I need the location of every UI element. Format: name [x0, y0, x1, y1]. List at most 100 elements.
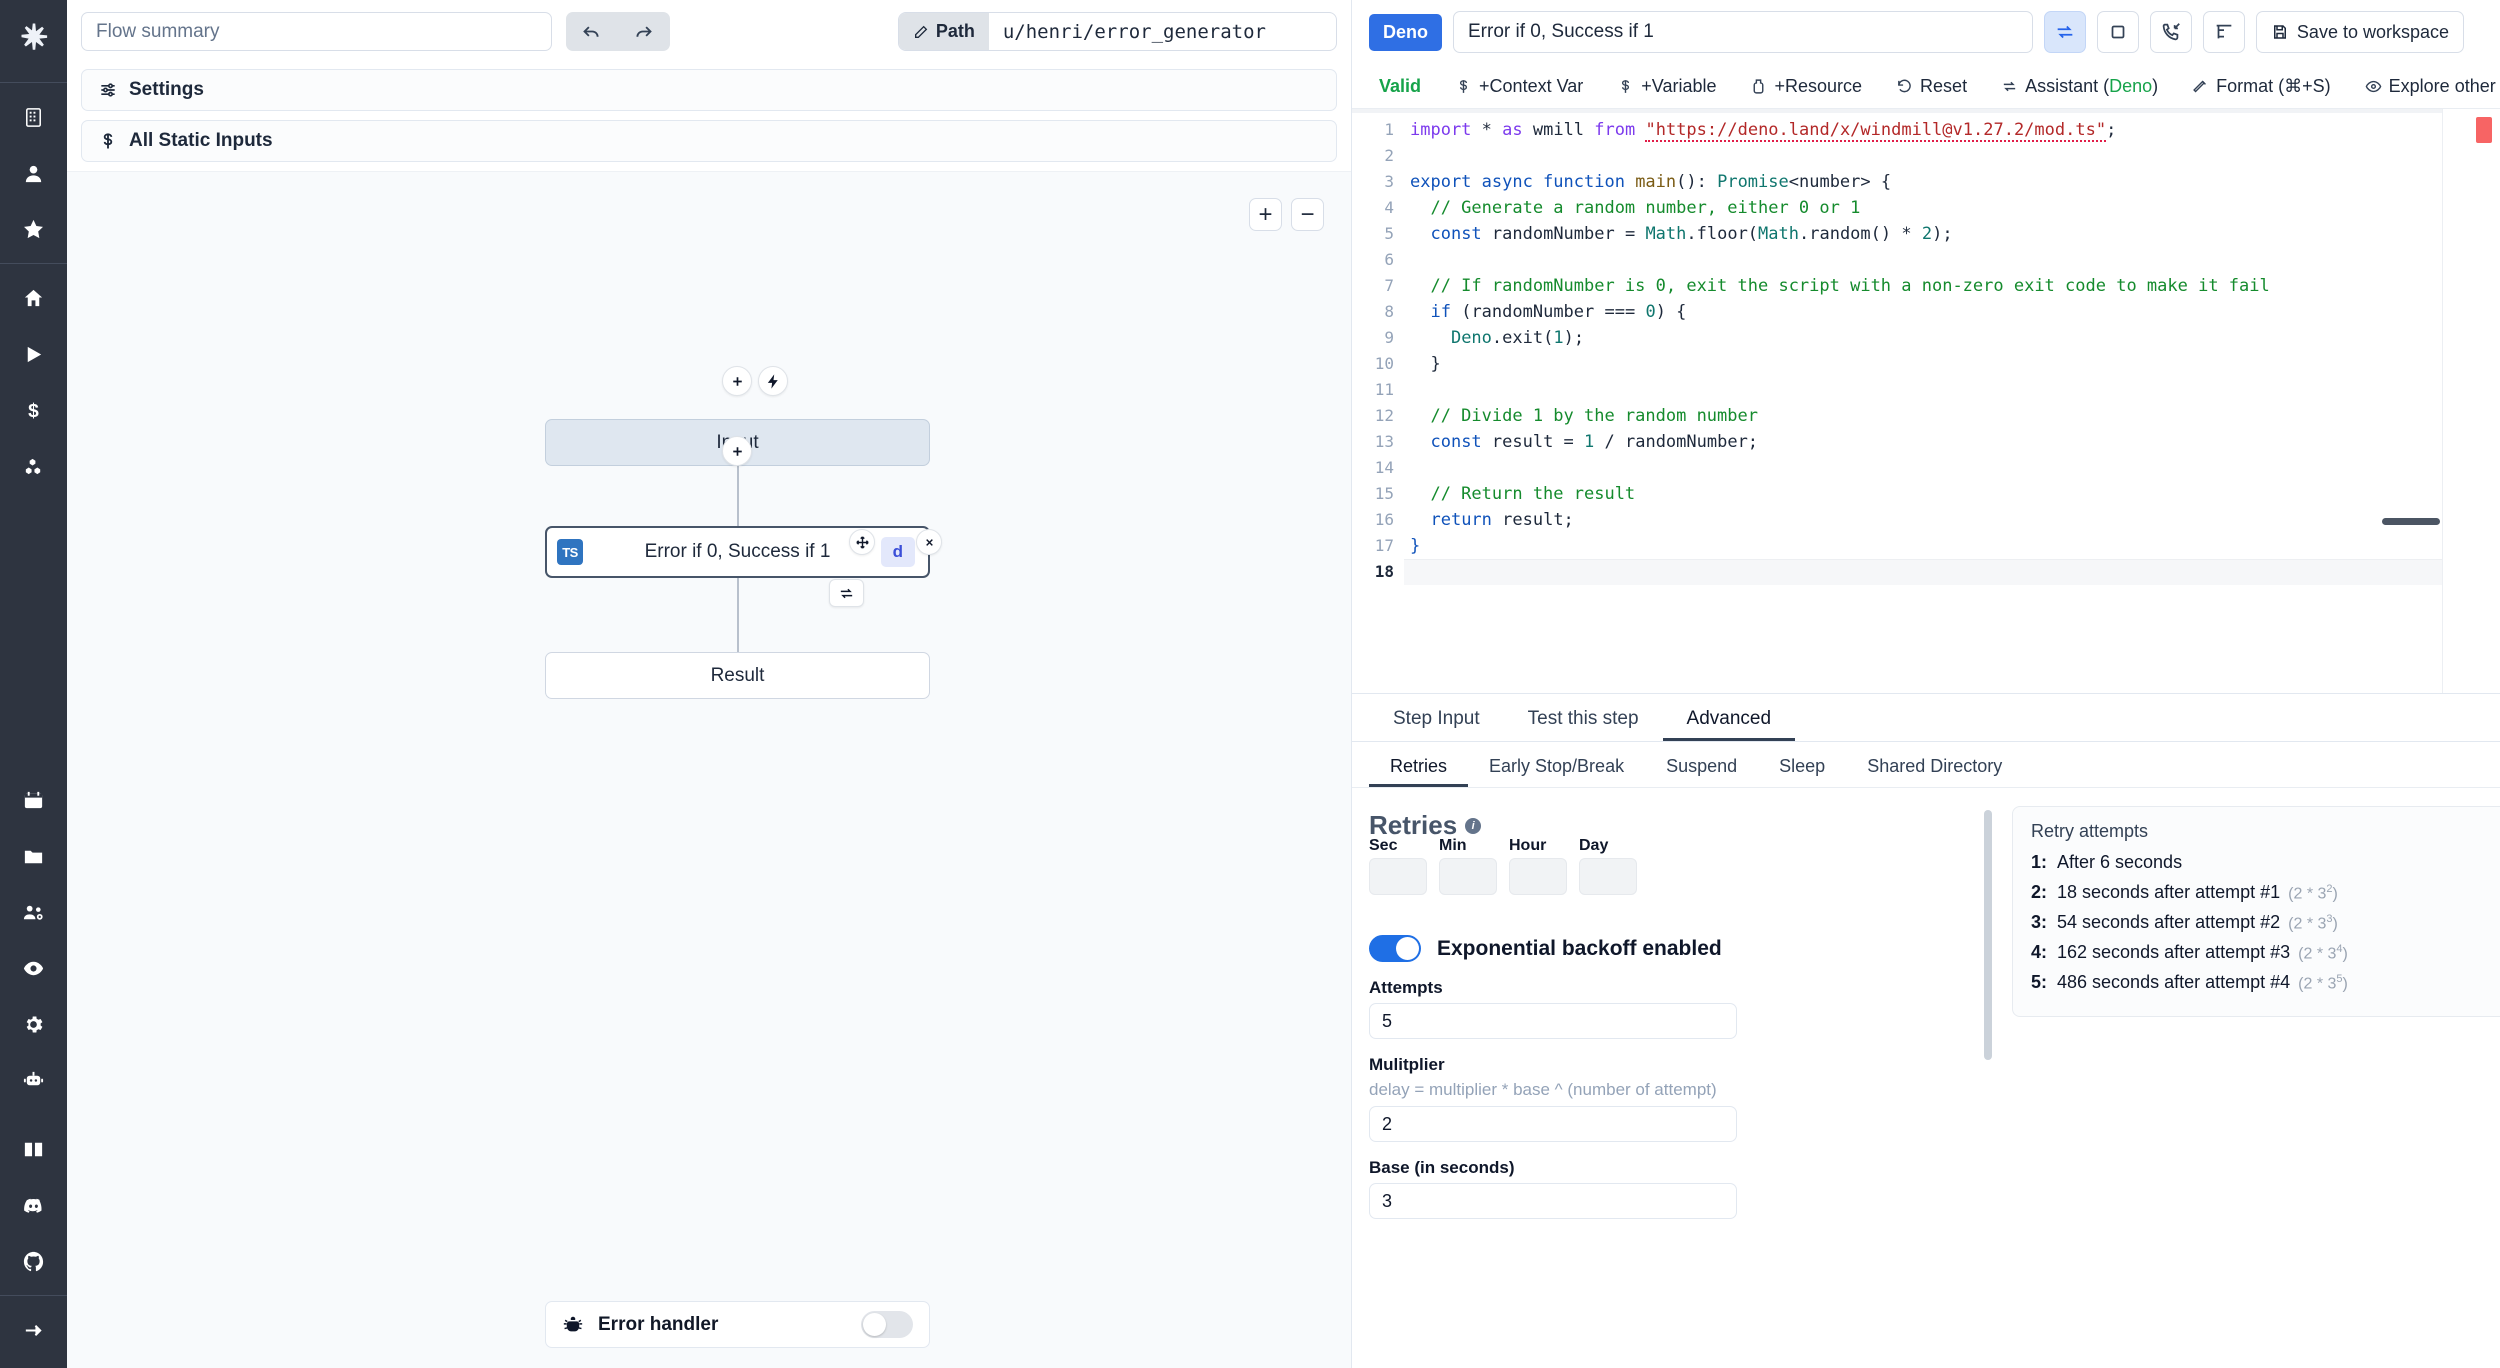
subtab-shared-directory[interactable]: Shared Directory [1867, 756, 2003, 776]
info-icon[interactable]: i [1465, 817, 1482, 834]
flow-node-result[interactable]: Result [545, 652, 930, 699]
step-summary-input[interactable] [1453, 11, 2033, 53]
retry-delay-input[interactable] [1509, 858, 1567, 895]
github-icon[interactable] [8, 1237, 60, 1285]
discord-icon[interactable] [8, 1181, 60, 1229]
retry-attempt-index: 1: [2031, 852, 2048, 872]
add-trigger-button[interactable] [758, 366, 788, 396]
code-line[interactable]: return result; [1404, 507, 2442, 533]
code-token: .random() [1799, 224, 1902, 244]
docs-icon[interactable] [8, 1125, 60, 1173]
folders-icon[interactable] [8, 832, 60, 880]
retry-attempt-index: 4: [2031, 942, 2048, 962]
code-line[interactable] [1404, 559, 2442, 585]
code-line[interactable]: // Divide 1 by the random number [1404, 403, 2442, 429]
code-line[interactable]: } [1404, 351, 2442, 377]
zoom-in-button[interactable]: + [1249, 198, 1282, 231]
code-line[interactable]: // Generate a random number, either 0 or… [1404, 195, 2442, 221]
save-to-workspace-button[interactable]: Save to workspace [2255, 11, 2464, 53]
code-line[interactable]: export async function main(): Promise<nu… [1404, 169, 2442, 195]
add-resource-button[interactable]: +Resource [1733, 64, 1879, 108]
reset-button[interactable]: Reset [1879, 64, 1984, 108]
code-line[interactable] [1404, 377, 2442, 403]
code-line[interactable] [1404, 455, 2442, 481]
redo-icon[interactable] [618, 12, 670, 51]
code-line[interactable]: const randomNumber = Math.floor(Math.ran… [1404, 221, 2442, 247]
star-icon[interactable] [8, 205, 60, 253]
all-static-inputs-panel-header[interactable]: All Static Inputs [81, 120, 1337, 162]
settings-icon[interactable] [8, 1000, 60, 1048]
remove-step-button[interactable] [916, 529, 942, 555]
code-line[interactable]: // If randomNumber is 0, exit the script… [1404, 273, 2442, 299]
add-step-below-button[interactable] [722, 436, 752, 466]
retries-panel-scrollbar[interactable] [1984, 810, 1992, 1060]
subtab-early-stop-break[interactable]: Early Stop/Break [1489, 756, 1625, 776]
error-handler-toggle[interactable] [861, 1311, 913, 1338]
code-horizontal-scrollbar[interactable] [2382, 518, 2440, 525]
exponential-backoff-toggle[interactable] [1369, 935, 1421, 962]
tab-step-input[interactable]: Step Input [1393, 708, 1480, 729]
code-line[interactable]: Deno.exit(1); [1404, 325, 2442, 351]
subtab-retries[interactable]: Retries [1369, 745, 1469, 787]
code-line[interactable]: // Return the result [1404, 481, 2442, 507]
code-token [1625, 172, 1635, 192]
add-variable-button[interactable]: +Variable [1600, 64, 1733, 108]
code-line[interactable]: const result = 1 / randomNumber; [1404, 429, 2442, 455]
tab-test-this-step[interactable]: Test this step [1527, 708, 1639, 729]
code-line[interactable] [1404, 143, 2442, 169]
add-step-above-button[interactable] [722, 366, 752, 396]
retry-delay-input[interactable] [1439, 858, 1497, 895]
code-minimap[interactable] [2442, 109, 2500, 693]
error-handler-bar[interactable]: Error handler [545, 1301, 930, 1348]
path-label-chip[interactable]: Path [898, 13, 989, 50]
retries-toggle-button[interactable] [2043, 11, 2086, 53]
path-value[interactable]: u/henri/error_generator [1002, 20, 1266, 43]
tab-advanced[interactable]: Advanced [1662, 697, 1796, 741]
explore-other-scripts-button[interactable]: Explore other s [2348, 64, 2500, 108]
code-line[interactable]: if (randomNumber === 0) { [1404, 299, 2442, 325]
path-field[interactable]: Path u/henri/error_generator [897, 12, 1337, 51]
subtab-sleep[interactable]: Sleep [1779, 756, 1826, 776]
windmill-logo-icon[interactable] [8, 10, 60, 62]
stop-button[interactable] [2096, 11, 2139, 53]
retry-delay-input[interactable] [1369, 858, 1427, 895]
code-line[interactable]: import * as wmill from "https://deno.lan… [1404, 117, 2442, 143]
code-line[interactable]: } [1404, 533, 2442, 559]
variables-icon[interactable]: $ [8, 386, 60, 434]
subtab-suspend[interactable]: Suspend [1666, 756, 1738, 776]
format-button[interactable]: Format (⌘+S) [2175, 64, 2348, 108]
move-step-handle[interactable] [849, 529, 875, 555]
attempts-input[interactable] [1369, 1003, 1737, 1039]
resources-icon[interactable] [8, 442, 60, 490]
suspend-button[interactable] [2149, 11, 2192, 53]
settings-panel-header[interactable]: Settings [81, 69, 1337, 111]
workers-icon[interactable] [8, 1056, 60, 1104]
code-line[interactable] [1404, 247, 2442, 273]
expand-sidebar-icon[interactable] [8, 1306, 60, 1354]
code-content[interactable]: import * as wmill from "https://deno.lan… [1404, 109, 2442, 693]
assistant-button[interactable]: Assistant (Deno) [1984, 64, 2175, 108]
home-icon[interactable] [8, 274, 60, 322]
groups-icon[interactable] [8, 888, 60, 936]
step-retry-indicator[interactable] [829, 579, 864, 607]
undo-icon[interactable] [566, 12, 618, 51]
zoom-out-button[interactable]: − [1291, 198, 1324, 231]
code-token [1410, 302, 1430, 322]
bug-icon [563, 1316, 583, 1331]
audit-logs-icon[interactable] [8, 944, 60, 992]
user-icon[interactable] [8, 149, 60, 197]
schedules-icon[interactable] [8, 776, 60, 824]
multiplier-input[interactable] [1369, 1106, 1737, 1142]
shared-directory-button[interactable] [2202, 11, 2245, 53]
add-context-var-button[interactable]: +Context Var [1438, 64, 1600, 108]
flow-canvas[interactable]: + − Input TS Error if 0, Success if [67, 171, 1351, 1368]
format-icon [2193, 80, 2207, 92]
phone-incoming-icon [2162, 23, 2180, 41]
base-input[interactable] [1369, 1183, 1737, 1219]
retry-delay-input[interactable] [1579, 858, 1637, 895]
workspace-icon[interactable] [8, 93, 60, 141]
flow-summary-input[interactable] [81, 12, 552, 51]
runs-icon[interactable] [8, 330, 60, 378]
